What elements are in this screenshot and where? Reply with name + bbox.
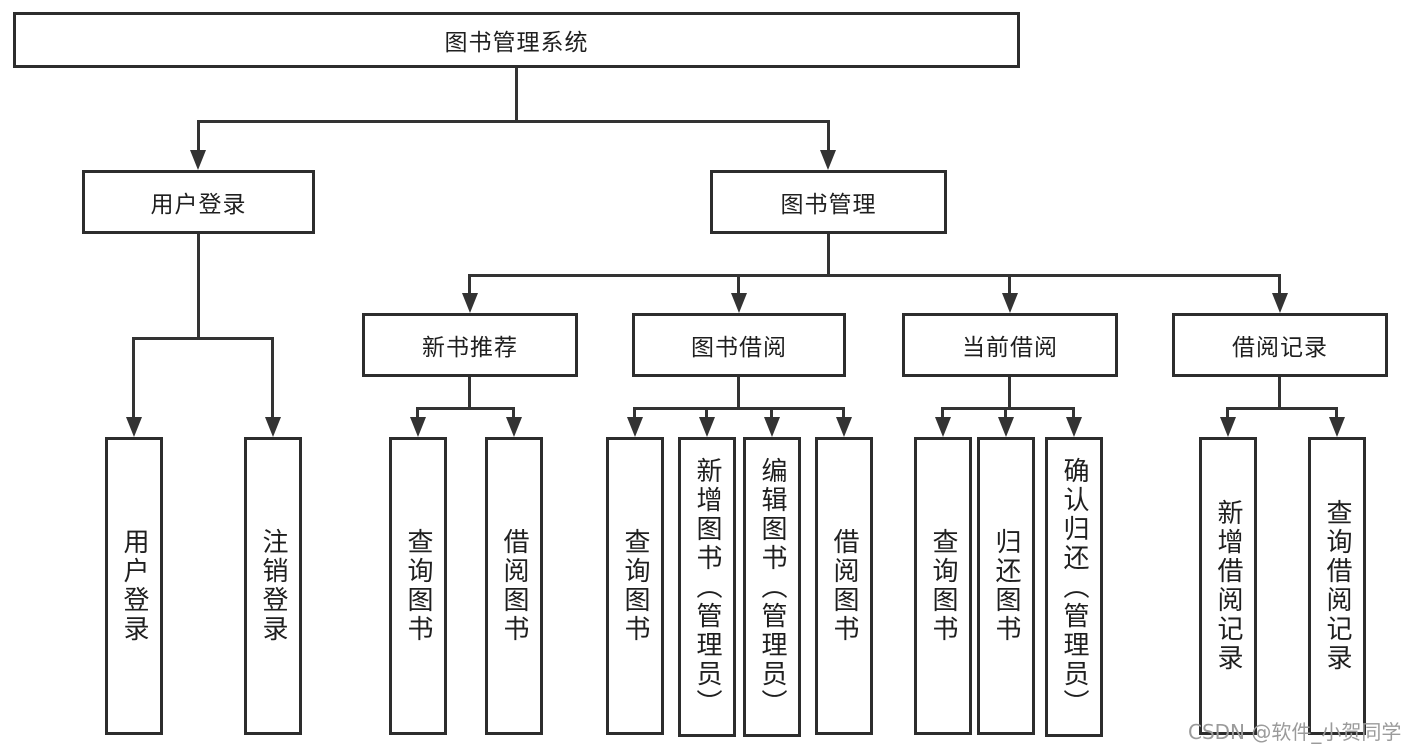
- arrowhead-down-icon: [764, 417, 780, 437]
- arrowhead-down-icon: [1066, 417, 1082, 437]
- arrowhead-down-icon: [699, 417, 715, 437]
- connector-vertical-line: [271, 337, 274, 417]
- leaf-user-login: 用户登录: [105, 437, 163, 735]
- connector-vertical-line: [515, 68, 518, 123]
- node-book-management: 图书管理: [710, 170, 947, 234]
- arrowhead-down-icon: [627, 417, 643, 437]
- connector-vertical-line: [1004, 407, 1007, 418]
- connector-vertical-line: [705, 407, 708, 418]
- node-current-borrowing: 当前借阅: [902, 313, 1118, 377]
- connector-vertical-line: [1278, 274, 1281, 295]
- arrowhead-down-icon: [190, 150, 206, 170]
- arrowhead-down-icon: [265, 417, 281, 437]
- connector-vertical-line: [468, 377, 471, 410]
- arrowhead-down-icon: [1272, 293, 1288, 313]
- connector-vertical-line: [827, 120, 830, 153]
- leaf-query-books-current: 查询图书: [914, 437, 972, 735]
- connector-vertical-line: [1008, 274, 1011, 295]
- arrowhead-down-icon: [506, 417, 522, 437]
- arrowhead-down-icon: [1220, 417, 1236, 437]
- leaf-query-books-recommend: 查询图书: [389, 437, 447, 735]
- connector-vertical-line: [512, 407, 515, 418]
- arrowhead-down-icon: [998, 417, 1014, 437]
- connector-horizontal-line: [633, 407, 845, 410]
- connector-vertical-line: [197, 234, 200, 340]
- connector-vertical-line: [633, 407, 636, 418]
- connector-vertical-line: [827, 234, 830, 277]
- leaf-confirm-return-admin: 确认归还（管理员）: [1045, 437, 1103, 737]
- node-book-borrowing: 图书借阅: [632, 313, 846, 377]
- connector-vertical-line: [1278, 377, 1281, 410]
- arrowhead-down-icon: [820, 150, 836, 170]
- connector-vertical-line: [941, 407, 944, 418]
- connector-vertical-line: [737, 377, 740, 410]
- connector-horizontal-line: [197, 120, 830, 123]
- leaf-add-borrow-record: 新增借阅记录: [1199, 437, 1257, 735]
- leaf-add-books-admin: 新增图书（管理员）: [678, 437, 736, 737]
- leaf-query-borrow-record: 查询借阅记录: [1308, 437, 1366, 735]
- connector-vertical-line: [416, 407, 419, 418]
- arrowhead-down-icon: [1329, 417, 1345, 437]
- connector-vertical-line: [468, 274, 471, 295]
- connector-vertical-line: [842, 407, 845, 418]
- connector-vertical-line: [1008, 377, 1011, 410]
- connector-vertical-line: [737, 274, 740, 295]
- arrowhead-down-icon: [935, 417, 951, 437]
- connector-horizontal-line: [132, 337, 274, 340]
- csdn-watermark: CSDN @软件_小贺同学: [1188, 720, 1402, 744]
- node-library-management-system: 图书管理系统: [13, 12, 1020, 68]
- arrowhead-down-icon: [126, 417, 142, 437]
- arrowhead-down-icon: [731, 293, 747, 313]
- connector-horizontal-line: [941, 407, 1075, 410]
- leaf-borrow-books-recommend: 借阅图书: [485, 437, 543, 735]
- node-borrowing-records: 借阅记录: [1172, 313, 1388, 377]
- leaf-edit-books-admin: 编辑图书（管理员）: [743, 437, 801, 737]
- connector-horizontal-line: [416, 407, 515, 410]
- arrowhead-down-icon: [410, 417, 426, 437]
- arrowhead-down-icon: [462, 293, 478, 313]
- connector-horizontal-line: [468, 274, 1281, 277]
- connector-vertical-line: [1335, 407, 1338, 418]
- leaf-return-books: 归还图书: [977, 437, 1035, 735]
- leaf-query-books-borrowing: 查询图书: [606, 437, 664, 735]
- arrowhead-down-icon: [1002, 293, 1018, 313]
- connector-vertical-line: [770, 407, 773, 418]
- connector-vertical-line: [1226, 407, 1229, 418]
- leaf-logout: 注销登录: [244, 437, 302, 735]
- connector-horizontal-line: [1226, 407, 1338, 410]
- connector-vertical-line: [1072, 407, 1075, 418]
- node-user-login: 用户登录: [82, 170, 315, 234]
- leaf-borrow-books: 借阅图书: [815, 437, 873, 735]
- connector-vertical-line: [132, 337, 135, 417]
- connector-vertical-line: [197, 120, 200, 153]
- node-new-book-recommendation: 新书推荐: [362, 313, 578, 377]
- arrowhead-down-icon: [836, 417, 852, 437]
